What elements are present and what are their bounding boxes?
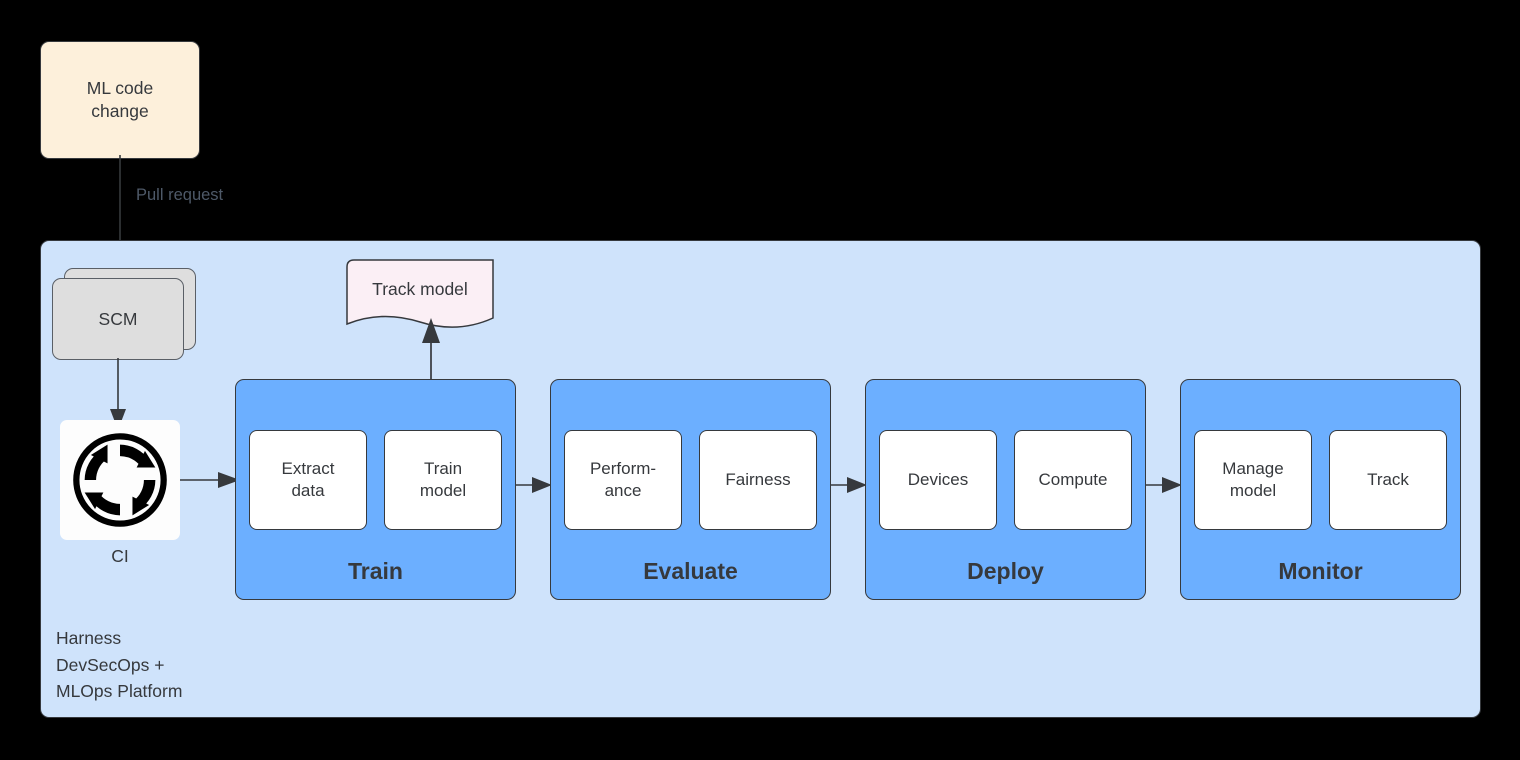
stage-monitor-subboxes: Manage model Track	[1194, 430, 1447, 530]
ml-code-change-label: ML code change	[86, 77, 154, 121]
subbox-manage-model-label: Manage model	[1222, 458, 1284, 500]
ci-node[interactable]	[60, 420, 180, 540]
scm-to-ci-connector	[110, 358, 126, 430]
subbox-fairness-label: Fairness	[725, 469, 791, 489]
ml-code-change-node[interactable]: ML code change	[40, 41, 200, 159]
subbox-extract-data[interactable]: Extract data	[249, 430, 367, 530]
ci-icon-tile[interactable]	[60, 420, 180, 540]
subbox-fairness[interactable]: Fairness	[699, 430, 817, 530]
subbox-manage-model[interactable]: Manage model	[1194, 430, 1312, 530]
scm-label: SCM	[98, 308, 138, 329]
subbox-extract-data-label: Extract data	[281, 458, 335, 500]
subbox-train-model-label: Train model	[419, 458, 467, 500]
stage-evaluate-subboxes: Perform- ance Fairness	[564, 430, 817, 530]
platform-caption: Harness DevSecOps + MLOps Platform	[56, 628, 183, 702]
subbox-compute[interactable]: Compute	[1014, 430, 1132, 530]
deploy-to-monitor-arrow	[1146, 477, 1182, 493]
subbox-track[interactable]: Track	[1329, 430, 1447, 530]
ci-to-train-connector	[180, 472, 240, 488]
evaluate-to-deploy-arrow	[831, 477, 867, 493]
ci-label: CI	[111, 546, 129, 566]
subbox-performance[interactable]: Perform- ance	[564, 430, 682, 530]
subbox-compute-label: Compute	[1038, 469, 1108, 489]
subbox-devices-label: Devices	[907, 469, 969, 489]
scm-node[interactable]: SCM	[52, 268, 196, 360]
subbox-train-model[interactable]: Train model	[384, 430, 502, 530]
pull-request-label: Pull request	[136, 186, 224, 204]
scm-card-front[interactable]: SCM	[52, 278, 184, 360]
stage-deploy-subboxes: Devices Compute	[879, 430, 1132, 530]
stage-evaluate[interactable]: Perform- ance Fairness Evaluate	[550, 379, 831, 600]
train-to-evaluate-arrow	[516, 477, 552, 493]
stage-train-title: Train	[348, 558, 403, 584]
continuous-integration-cycle-icon	[73, 433, 167, 527]
stage-train[interactable]: Extract data Train model Train	[235, 379, 516, 600]
stage-deploy[interactable]: Devices Compute Deploy	[865, 379, 1146, 600]
stage-monitor-title: Monitor	[1278, 558, 1363, 584]
stage-deploy-title: Deploy	[967, 558, 1044, 584]
stage-evaluate-title: Evaluate	[643, 558, 738, 584]
note-shape-icon	[346, 259, 494, 328]
subbox-track-label: Track	[1367, 469, 1409, 489]
subbox-performance-label: Perform- ance	[589, 458, 657, 500]
stage-monitor[interactable]: Manage model Track Monitor	[1180, 379, 1461, 600]
subbox-devices[interactable]: Devices	[879, 430, 997, 530]
train-to-track-model-connector	[422, 318, 440, 384]
stage-train-subboxes: Extract data Train model	[249, 430, 502, 530]
